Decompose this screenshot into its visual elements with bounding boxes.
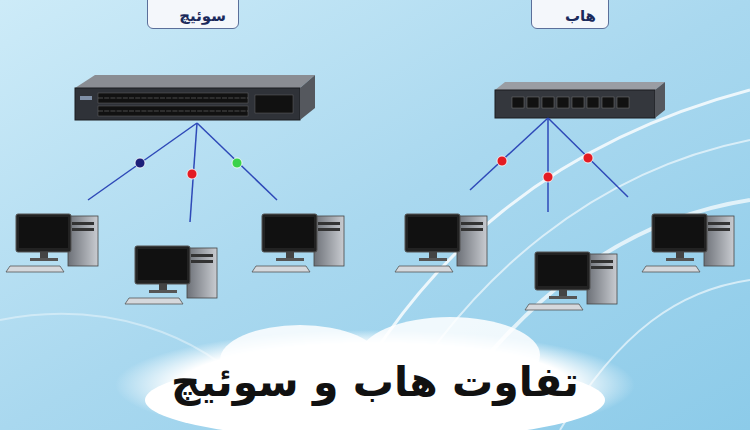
hub-label: هاب bbox=[531, 0, 609, 29]
label-text: هاب bbox=[544, 7, 596, 25]
switch-label: سوئیچ bbox=[147, 0, 239, 29]
label-text: سوئیچ bbox=[160, 7, 226, 25]
title: تفاوت هاب و سوئیچ bbox=[0, 360, 750, 405]
